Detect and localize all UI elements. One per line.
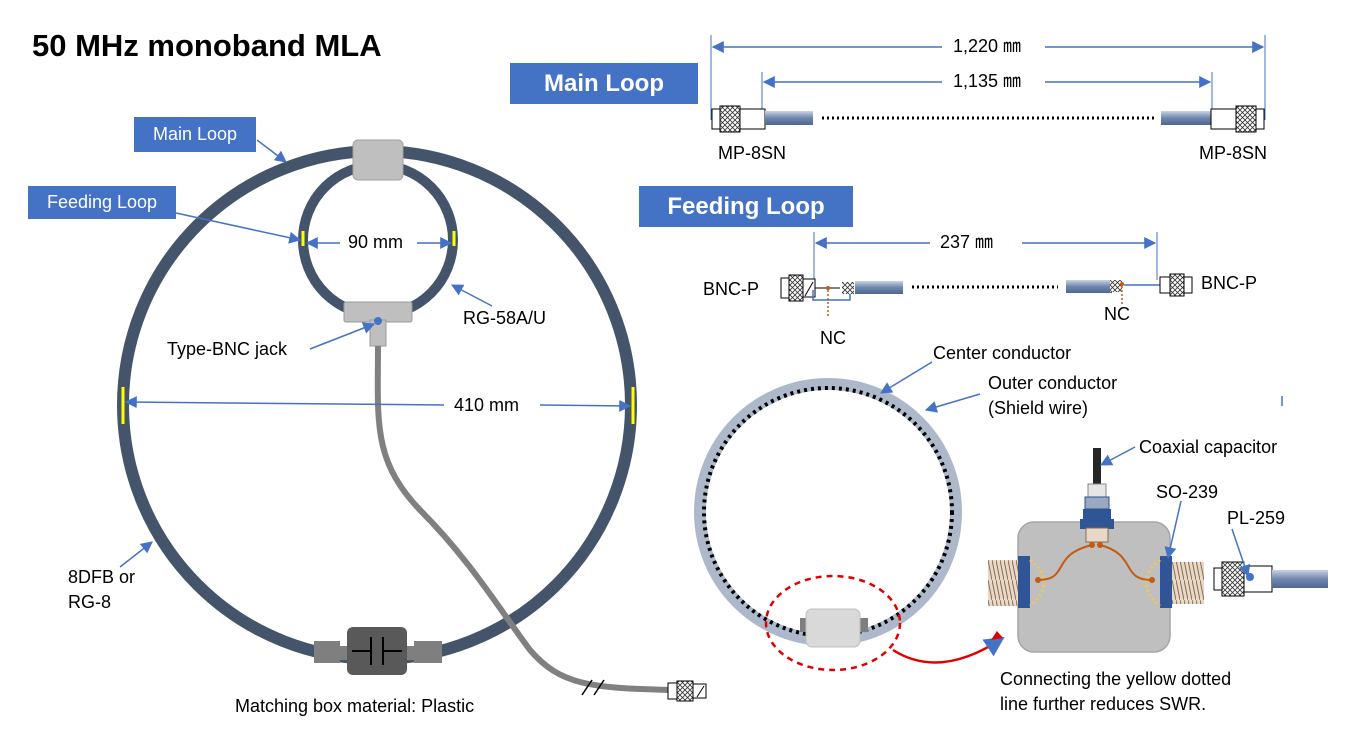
dimension-main-loop: 410 mm (450, 395, 524, 417)
detail-capacitor (805, 608, 861, 648)
feed-cable (374, 345, 673, 693)
capacitor-box (314, 627, 442, 675)
antenna-drawing (117, 139, 707, 702)
label-pl259: PL-259 (1227, 508, 1286, 528)
dimension-1135: 1,135 ㎜ (949, 71, 1026, 93)
label-cable-type-2: RG-8 (68, 592, 112, 612)
dimension-1220: 1,220 ㎜ (949, 36, 1026, 58)
label-outer-conductor: Outer conductor (988, 373, 1118, 393)
label-nc-left: NC (820, 328, 846, 348)
label-box-main-loop: Main Loop (134, 117, 256, 152)
detail-highlight (764, 574, 902, 672)
label-bnc-p-left: BNC-P (703, 279, 760, 299)
detail-loop-center (702, 386, 954, 638)
label-coaxial-capacitor: Coaxial capacitor (1139, 437, 1278, 457)
label-nc-right: NC (1104, 304, 1130, 324)
note-line-2: line further reduces SWR. (1000, 694, 1207, 714)
label-mp8sn-left: MP-8SN (718, 143, 787, 163)
heading-main-loop: Main Loop (510, 63, 698, 104)
detail-drawing (694, 361, 1283, 672)
matching-box-detail (988, 446, 1328, 653)
label-bnc-jack: Type-BNC jack (167, 339, 288, 359)
dimension-feed-loop: 90 mm (344, 232, 408, 254)
label-shield-wire: (Shield wire) (988, 398, 1089, 418)
heading-feeding-loop: Feeding Loop (639, 186, 853, 227)
label-mp8sn-right: MP-8SN (1199, 143, 1268, 163)
label-rg58: RG-58A/U (463, 308, 547, 328)
detail-loop-outer (694, 378, 962, 646)
note-line-1: Connecting the yellow dotted (1000, 669, 1232, 689)
loop-clamp (352, 139, 404, 181)
label-matching-box: Matching box material: Plastic (235, 696, 475, 716)
dimension-237: 237 ㎜ (936, 232, 998, 254)
label-so239: SO-239 (1156, 482, 1219, 502)
bnc-tee-jack (343, 301, 413, 347)
label-cable-type-1: 8DFB or (68, 567, 136, 587)
label-center-conductor: Center conductor (933, 343, 1072, 363)
main-loop-cable-drawing (710, 35, 1266, 133)
label-box-feeding-loop: Feeding Loop (28, 186, 176, 219)
feeding-loop-cable-drawing (780, 232, 1193, 316)
page-title: 50 MHz monoband MLA (32, 28, 382, 63)
label-bnc-p-right: BNC-P (1201, 273, 1258, 293)
bnc-plug-end (667, 680, 707, 702)
